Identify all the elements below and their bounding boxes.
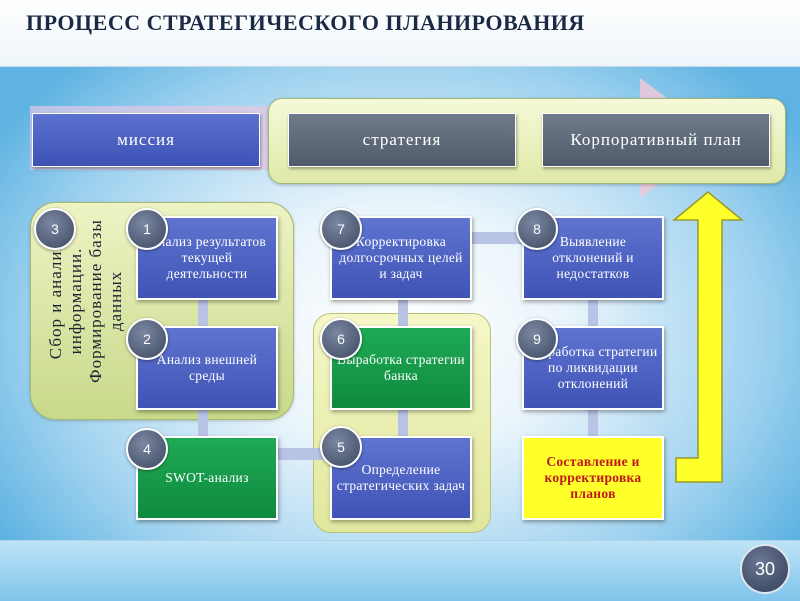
- corporate-plan-box: Корпоративный план: [542, 113, 770, 167]
- connector-2-4: [198, 410, 208, 436]
- step-9-label: Разработка стратегии по ликвидации откло…: [528, 343, 658, 392]
- up-arrow-icon: [672, 191, 744, 483]
- final-step-label: Составление и корректировка планов: [544, 453, 642, 502]
- connector-8-9: [588, 300, 598, 326]
- step-3-badge: 3: [34, 208, 76, 250]
- step-5-label: Определение стратегических задач: [336, 461, 466, 493]
- final-step-box: Составление и корректировка планов: [522, 436, 664, 520]
- connector-6-7: [398, 300, 408, 326]
- corporate-plan-label: Корпоративный план: [570, 129, 742, 149]
- step-7-badge: 7: [320, 208, 362, 250]
- step-4-badge: 4: [126, 428, 168, 470]
- step-5-badge: 5: [320, 426, 362, 468]
- step-1-badge: 1: [126, 208, 168, 250]
- step-6-box: Выработка стратегии банка: [330, 326, 472, 410]
- step-6-label: Выработка стратегии банка: [337, 351, 465, 383]
- step-4-label: SWOT-анализ: [165, 469, 249, 485]
- step-1-label: Анализ результатов текущей деятельности: [147, 233, 267, 282]
- strategy-box: стратегия: [288, 113, 516, 167]
- connector-1-2: [198, 300, 208, 326]
- step-6-badge: 6: [320, 318, 362, 360]
- step-8-box: Выявление отклонений и недостатков: [522, 216, 664, 300]
- connector-9-final: [588, 410, 598, 436]
- connector-7-8: [472, 232, 522, 244]
- footer-band: [0, 540, 800, 601]
- title-band: [0, 0, 800, 67]
- step-2-badge: 2: [126, 318, 168, 360]
- step-7-label: Корректировка долгосрочных целей и задач: [339, 233, 463, 282]
- slide-number: 30: [740, 544, 790, 594]
- connector-4-5: [278, 448, 330, 460]
- mission-box: миссия: [32, 113, 260, 167]
- mission-label: миссия: [117, 129, 175, 149]
- connector-5-6: [398, 410, 408, 436]
- step-8-label: Выявление отклонений и недостатков: [552, 233, 634, 282]
- step-5-box: Определение стратегических задач: [330, 436, 472, 520]
- slide-title: ПРОЦЕСС СТРАТЕГИЧЕСКОГО ПЛАНИРОВАНИЯ: [26, 10, 585, 35]
- step-9-badge: 9: [516, 318, 558, 360]
- step-8-badge: 8: [516, 208, 558, 250]
- strategy-label: стратегия: [362, 129, 442, 149]
- step-2-label: Анализ внешней среды: [156, 351, 258, 383]
